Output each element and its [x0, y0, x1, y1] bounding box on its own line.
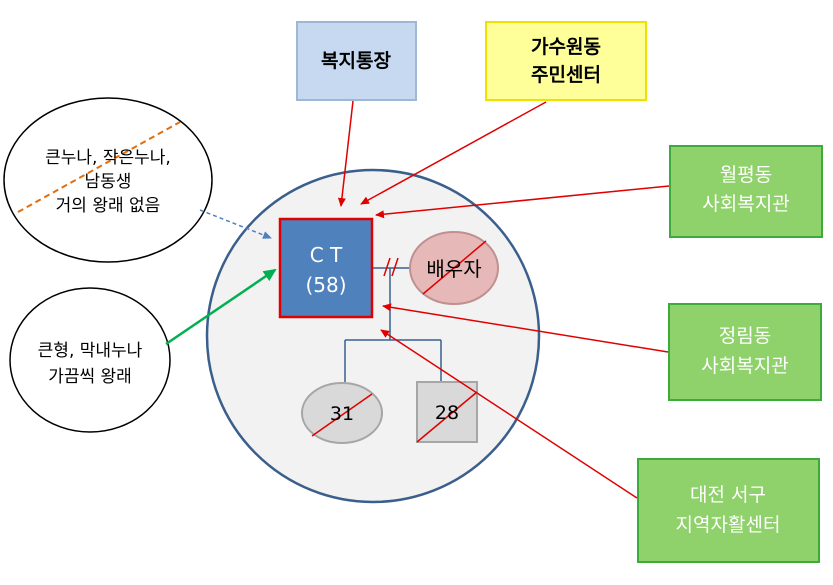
siblings-no-contact-line1: 큰누나, 작은누나,: [45, 148, 171, 168]
client-box: [278, 217, 374, 319]
siblings-occasional-line1: 큰형, 막내누나: [38, 341, 143, 361]
welfare-account-box: [296, 21, 417, 101]
siblings-occasional-line2: 가끔씩 왕래: [48, 367, 132, 387]
community-center-line2: 주민센터: [531, 64, 601, 86]
arrow-welfare-account: [337, 100, 354, 207]
welfare-account-label: 복지통장: [321, 50, 391, 72]
child-node-1: [301, 382, 383, 444]
spouse-deceased-mark: [422, 240, 487, 295]
seogu-center-line2: 지역자활센터: [676, 514, 781, 536]
arrow-seogu-center: [380, 329, 638, 499]
arrow-siblings-occasional: [165, 268, 277, 346]
arrow-wolpyeong-center: [375, 185, 670, 219]
community-center-line1: 가수원동: [531, 36, 601, 58]
arrow-jeongnim-center: [382, 303, 669, 353]
wolpyeong-center-box: [669, 145, 823, 238]
child1-mark: [311, 393, 373, 437]
divorce-mark-2: [391, 257, 399, 277]
client-label: C T: [310, 243, 343, 267]
broken-relation-line: [17, 121, 181, 213]
jeongnim-center-box: [668, 303, 822, 401]
spouse-label: 배우자: [426, 257, 481, 281]
jeongnim-center-line2: 사회복지관: [701, 355, 788, 377]
jeongnim-center-line1: 정림동: [719, 325, 771, 347]
client-age: (58): [305, 273, 346, 297]
siblings-no-contact-line3: 거의 왕래 없음: [56, 196, 161, 216]
wolpyeong-center-line2: 사회복지관: [702, 193, 789, 215]
child-label-1: 31: [330, 403, 354, 425]
community-center-box: [485, 21, 647, 101]
child-node-2: [416, 381, 478, 443]
siblings-occasional-ellipse: [9, 287, 171, 433]
siblings-no-contact-ellipse: [3, 97, 213, 263]
seogu-center-box: [637, 458, 820, 563]
wolpyeong-center-line1: 월평동: [720, 164, 772, 186]
arrow-community-center: [360, 101, 547, 205]
siblings-no-contact-line2: 남동생: [85, 172, 132, 192]
divorce-mark-1: [383, 257, 391, 277]
arrow-siblings-no-contact: [199, 209, 272, 239]
seogu-center-line1: 대전 서구: [690, 484, 766, 506]
child2-mark: [416, 391, 478, 443]
child-label-2: 28: [435, 402, 459, 424]
